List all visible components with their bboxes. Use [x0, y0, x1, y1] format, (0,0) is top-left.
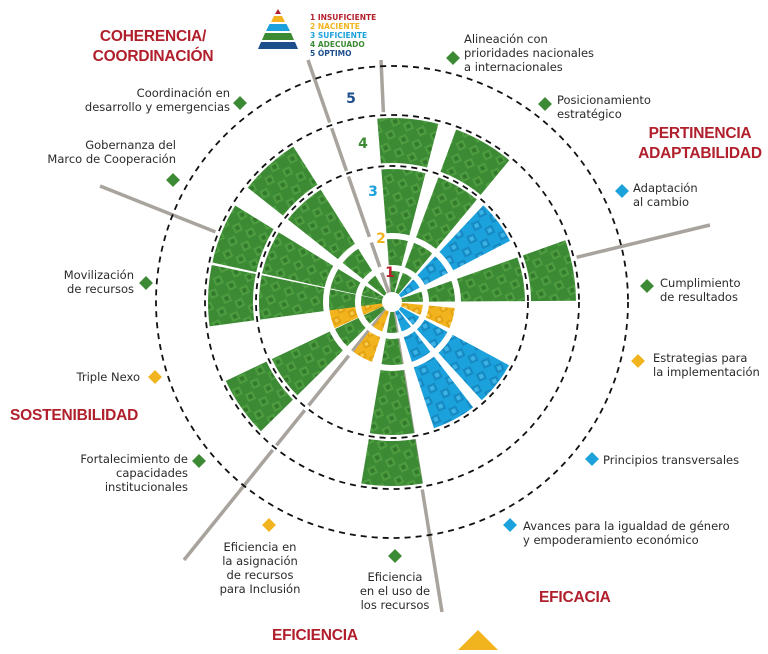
criterion-bar-fill: [209, 204, 392, 302]
criterion-label-cumplimiento: Cumplimiento de resultados: [660, 276, 741, 304]
legend-item-suficiente: 3 SUFICIENTE: [310, 31, 368, 40]
dashed-ring-3: [255, 165, 529, 439]
criterion-bar-fill: [360, 302, 424, 490]
criterion-label-principios: Principios transversales: [603, 453, 740, 467]
ring-number-5: 5: [346, 91, 356, 107]
criterion-label-triple-nexo: Triple Nexo: [76, 370, 140, 384]
criterion-bar-7: [360, 302, 424, 490]
criterion-bar-fill: [205, 264, 392, 327]
category-pertinencia: PERTINENCIA ADAPTABILIDAD: [638, 125, 762, 162]
criterion-label-igualdad-genero: Avances para la igualdad de género y emp…: [523, 519, 730, 547]
criterion-label-adaptacion: Adaptación al cambio: [633, 181, 698, 209]
legend-level-5: [258, 42, 298, 49]
criterion-marker-icon: [629, 352, 647, 370]
criterion-bar-fill: [392, 302, 475, 432]
criterion-label-alineacion: Alineación con prioridades nacionales a …: [464, 32, 595, 74]
criterion-label-gobernanza: Gobernanza del Marco de Cooperación: [47, 138, 176, 166]
legend-item-insuficiente: 1 INSUFICIENTE: [310, 13, 377, 22]
criterion-bar-fill: [392, 203, 513, 302]
dashed-ring-5: [155, 65, 629, 539]
criterion-marker-icon: [260, 516, 278, 534]
criterion-bar-6: [392, 302, 475, 432]
criterion-bar-fill: [392, 239, 579, 302]
criterion-bar-13: [245, 144, 392, 302]
criterion-label-fortalecimiento: Fortalecimiento de capacidades instituci…: [80, 452, 188, 494]
criterion-marker-icon: [501, 516, 519, 534]
center-hub: [382, 292, 402, 312]
criterion-marker-icon: [613, 182, 631, 200]
criterion-label-eficiencia-recursos: Eficiencia en el uso de los recursos: [359, 570, 431, 612]
legend-level-4: [262, 33, 294, 40]
criterion-bar-9: [223, 302, 392, 434]
ring-number-4: 4: [358, 136, 368, 152]
criterion-bar-11: [205, 264, 392, 327]
category-coherencia: COHERENCIA/ COORDINACIÓN: [92, 28, 214, 65]
criterion-bar-fill: [392, 126, 512, 302]
criterion-bar-12: [209, 204, 392, 302]
dashed-ring-4: [204, 114, 580, 490]
legend-item-optimo: 5 ÓPTIMO: [310, 49, 352, 58]
criterion-bar-fill: [392, 302, 512, 403]
criterion-bar-3: [392, 239, 579, 302]
criterion-bar-0: [377, 115, 440, 302]
axis-line-0: [306, 59, 394, 303]
criterion-marker-icon: [137, 274, 155, 292]
ring-number-1: 1: [385, 265, 395, 281]
criterion-bar-fill: [245, 144, 392, 302]
ring-number-3: 3: [368, 184, 378, 200]
legend-pyramid: [258, 9, 298, 49]
criterion-bar-8: [351, 302, 392, 365]
criterion-marker-icon: [638, 277, 656, 295]
legend-item-adecuado: 4 ADECUADO: [310, 40, 365, 49]
criterion-bar-fill: [351, 302, 392, 365]
criterion-label-estrategias: Estrategias para la implementación: [653, 351, 760, 379]
criterion-bar-1: [392, 126, 512, 302]
criterion-label-eficiencia-inclusion: Eficiencia en la asignación de recursos …: [219, 540, 301, 596]
ring-gap-1: [323, 233, 461, 371]
legend-level-1: [275, 9, 281, 14]
axis-line-4: [182, 300, 394, 562]
criterion-label-movilizacion: Movilización de recursos: [63, 268, 134, 296]
category-eficacia: EFICACIA: [539, 589, 611, 606]
criterion-bar-2: [392, 203, 513, 302]
legend-item-naciente: 2 NACIENTE: [310, 22, 360, 31]
category-eficiencia: EFICIENCIA: [272, 627, 358, 644]
criterion-label-coordinacion: Coordinación en desarrollo y emergencias: [84, 86, 230, 114]
category-sostenibilidad: SOSTENIBILIDAD: [10, 407, 139, 424]
criterion-bar-5: [392, 302, 512, 403]
criterion-marker-icon: [583, 450, 601, 468]
criterion-marker-icon: [231, 94, 249, 112]
ring-gap-0: [355, 265, 429, 339]
criterion-bar-fill: [377, 115, 440, 302]
criterion-marker-icon: [536, 95, 554, 113]
criterion-marker-icon: [190, 452, 208, 470]
legend-level-3: [266, 24, 290, 31]
ring-number-2: 2: [376, 231, 386, 247]
criterion-label-posicionamiento: Posicionamiento estratégico: [557, 93, 651, 121]
criterion-marker-icon: [146, 368, 164, 386]
criterion-marker-icon: [164, 171, 182, 189]
legend-level-2: [271, 16, 285, 22]
bottom-diamond-decoration: [456, 630, 500, 652]
criterion-bar-fill: [223, 302, 392, 434]
criterion-marker-icon: [444, 49, 462, 67]
criterion-marker-icon: [386, 547, 404, 565]
